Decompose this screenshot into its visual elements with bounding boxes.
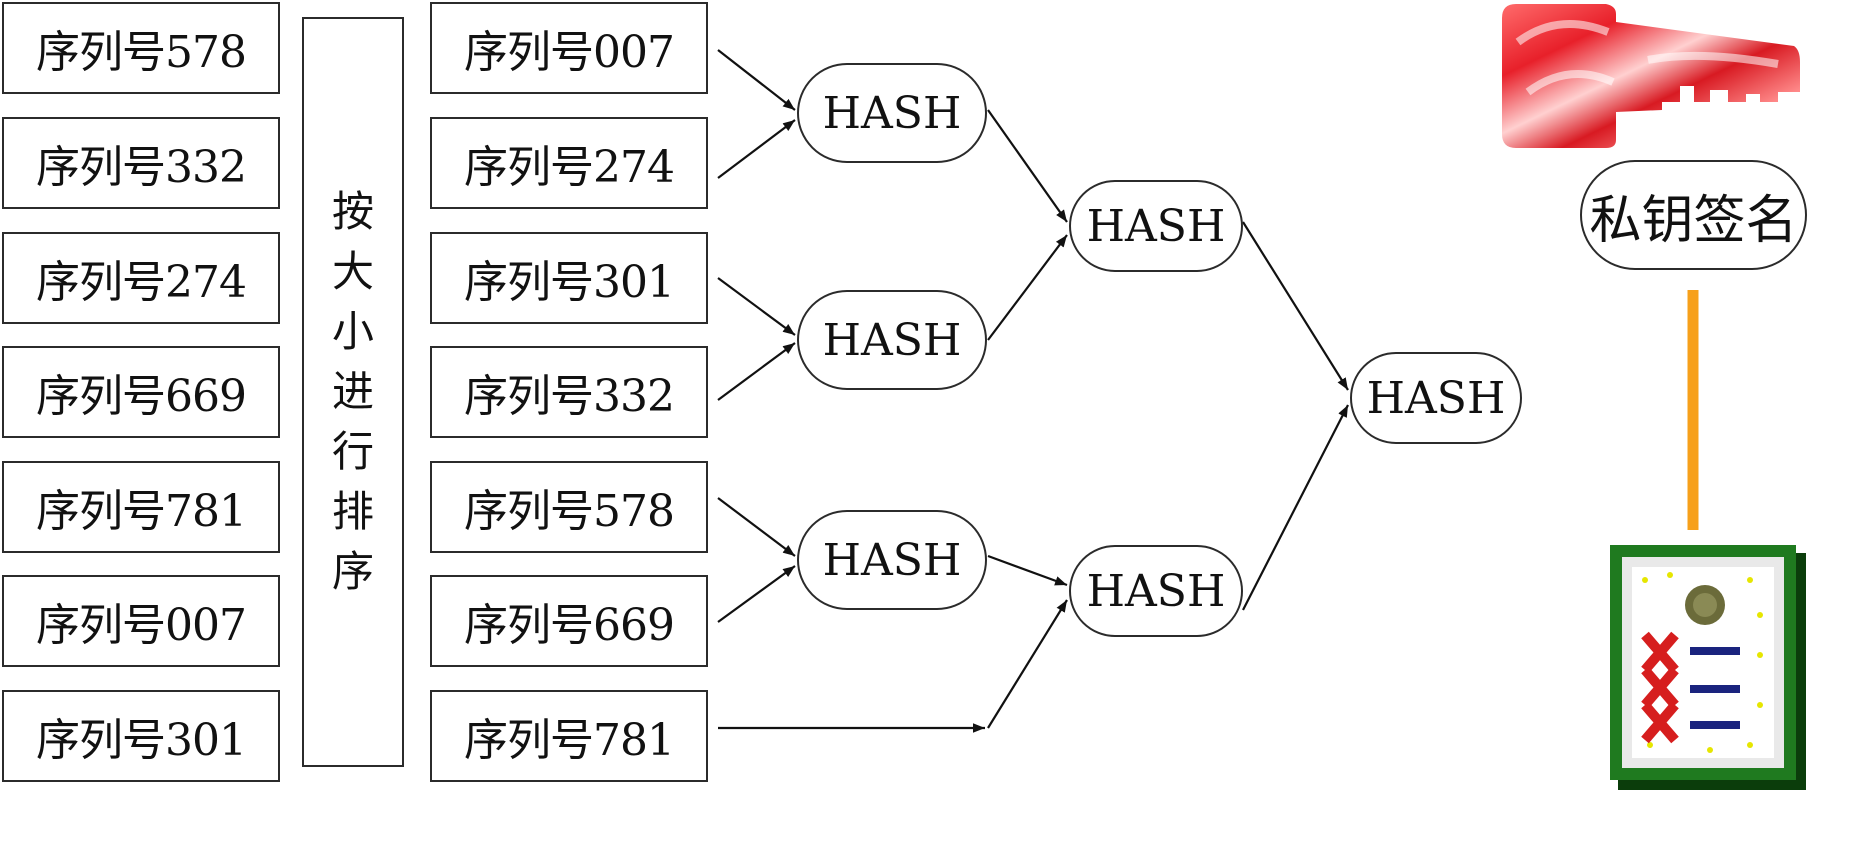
- hash-node-5: HASH: [1069, 545, 1243, 637]
- sorted-item: 序列号669: [430, 575, 708, 667]
- arrow-578-to-hash3: [717, 497, 796, 557]
- arrow-669-to-hash3: [717, 565, 796, 623]
- hash-node-2: HASH: [797, 290, 987, 390]
- arrow-301-to-hash2: [717, 277, 796, 336]
- sort-char: 按: [331, 187, 374, 236]
- sort-char: 进: [331, 367, 374, 416]
- arrow-332-to-hash2: [717, 342, 796, 401]
- sorted-item: 序列号007: [430, 2, 708, 94]
- hash-node-4: HASH: [1069, 180, 1243, 272]
- left-item: 序列号007: [2, 575, 280, 667]
- arrow-274-to-hash1: [717, 119, 796, 179]
- left-item: 序列号332: [2, 117, 280, 209]
- sorted-item: 序列号301: [430, 232, 708, 324]
- certificate-icon: [1610, 545, 1806, 790]
- sort-char: 大: [331, 247, 374, 296]
- sort-char: 行: [331, 427, 374, 476]
- sort-char: 排: [331, 487, 374, 536]
- sort-by-size-box: 按 大 小 进 行 排 序: [302, 17, 404, 767]
- arrow-hash5-to-root: [1242, 404, 1349, 611]
- left-item: 序列号578: [2, 2, 280, 94]
- arrow-hash2-to-hash4: [987, 234, 1068, 341]
- hash-node-3: HASH: [797, 510, 987, 610]
- sort-char: 小: [331, 307, 374, 356]
- left-item: 序列号669: [2, 346, 280, 438]
- hash-root-node: HASH: [1350, 352, 1522, 444]
- left-item: 序列号781: [2, 461, 280, 553]
- sorted-item: 序列号578: [430, 461, 708, 553]
- sort-char: 序: [331, 547, 374, 596]
- arrow-hash3-to-hash5: [987, 554, 1068, 587]
- left-item: 序列号274: [2, 232, 280, 324]
- private-key-icon: [1502, 4, 1800, 148]
- arrow-hash1-to-hash4: [987, 109, 1068, 223]
- arrow-007-to-hash1: [717, 49, 796, 111]
- hash-node-1: HASH: [797, 63, 987, 163]
- private-key-signature-node: 私钥签名: [1580, 160, 1807, 270]
- sorted-item: 序列号781: [430, 690, 708, 782]
- arrow-hash4-to-root: [1242, 221, 1349, 391]
- sorted-item: 序列号274: [430, 117, 708, 209]
- left-item: 序列号301: [2, 690, 280, 782]
- sorted-item: 序列号332: [430, 346, 708, 438]
- line-junction-to-hash5: [987, 599, 1068, 729]
